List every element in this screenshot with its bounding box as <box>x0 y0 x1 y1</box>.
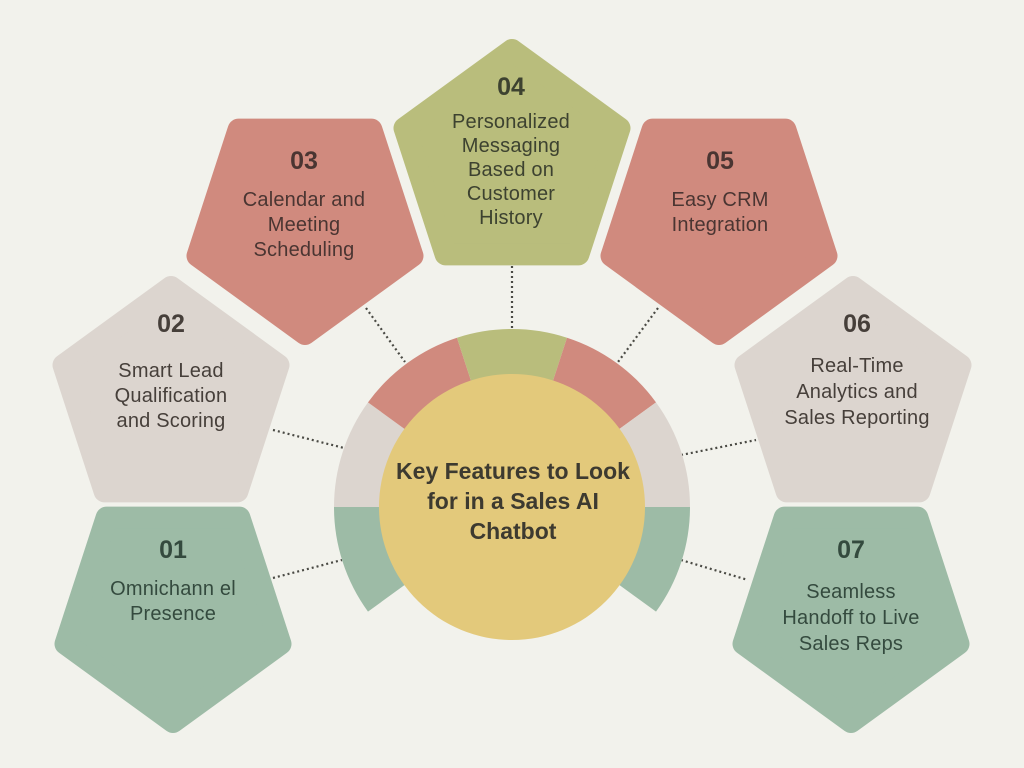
feature-number: 06 <box>843 310 871 338</box>
ring-segment-05 <box>549 337 657 437</box>
feature-card-03: 03 Calendar and Meeting Scheduling <box>204 146 404 263</box>
feature-number: 04 <box>497 73 525 101</box>
feature-card-04: 04 Personalized Messaging Based on Custo… <box>411 72 611 230</box>
feature-label: Calendar and Meeting Scheduling <box>242 189 366 261</box>
connector-03 <box>365 307 406 363</box>
feature-number: 03 <box>290 147 318 175</box>
feature-label: Smart Lead Qualification and Scoring <box>114 360 228 432</box>
pentagon-05 <box>600 118 838 345</box>
feature-card-05: 05 Easy CRM Integration <box>620 146 820 238</box>
feature-number: 02 <box>157 310 185 338</box>
pentagon-01 <box>54 506 292 733</box>
feature-label: Real-Time Analytics and Sales Reporting <box>784 355 930 429</box>
connector-02 <box>272 428 345 450</box>
ring-segment-03 <box>367 337 475 437</box>
center-circle <box>379 374 645 640</box>
diagram-title: Key Features to Look for in a Sales AI C… <box>396 458 630 544</box>
feature-card-07: 07 Seamless Handoff to Live Sales Reps <box>751 535 951 657</box>
feature-number: 07 <box>837 536 865 564</box>
feature-card-01: 01 Omnichann el Presence <box>73 535 273 627</box>
segment-ring <box>334 328 690 612</box>
pentagon-03 <box>186 118 424 345</box>
pentagon-02 <box>52 276 290 503</box>
pentagon-04 <box>393 39 631 266</box>
connector-05 <box>617 307 659 363</box>
feature-card-02: 02 Smart Lead Qualification and Scoring <box>71 309 271 434</box>
feature-label: Omnichann el Presence <box>110 578 236 625</box>
connector-07 <box>680 558 749 582</box>
feature-label: Easy CRM Integration <box>671 189 769 236</box>
pentagon-07 <box>732 506 970 733</box>
feature-number: 01 <box>159 536 187 564</box>
connector-06 <box>680 438 757 457</box>
feature-card-06: 06 Real-Time Analytics and Sales Reporti… <box>757 309 957 431</box>
feature-label: Seamless Handoff to Live Sales Reps <box>782 581 920 655</box>
feature-number: 05 <box>706 147 734 175</box>
connector-01 <box>272 558 343 580</box>
feature-label: Personalized Messaging Based on Customer… <box>451 111 571 229</box>
pentagon-06 <box>734 276 972 503</box>
